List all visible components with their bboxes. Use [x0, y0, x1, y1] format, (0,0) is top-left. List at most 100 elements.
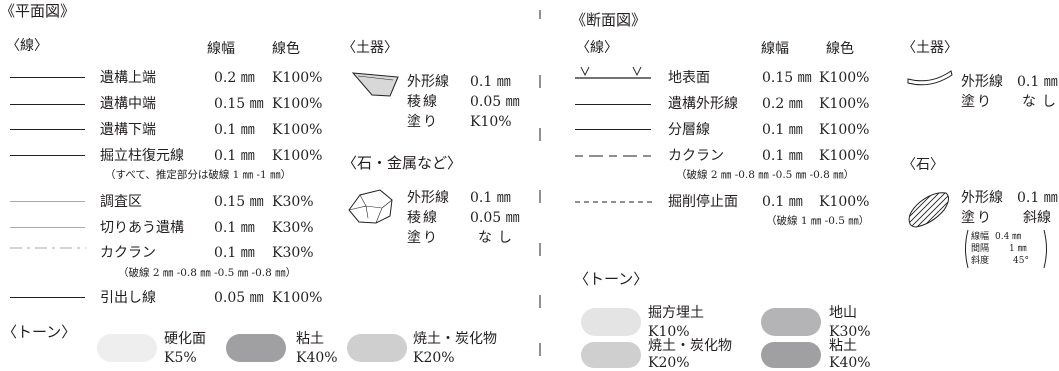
- sample-line-upper-edge: [10, 77, 85, 78]
- sample-line-lower-edge: [10, 129, 85, 130]
- plan-stone-value: 0.05 ㎜: [470, 210, 520, 226]
- plan-tone-label: 硬化面: [164, 331, 206, 347]
- hatch-spec-left-paren: [965, 229, 969, 269]
- sample-line-overlap: [10, 227, 85, 228]
- plan-tone-value: K40%: [296, 350, 338, 366]
- section-stone-value: 斜線: [1023, 210, 1051, 226]
- plan-line-color: K100%: [272, 148, 323, 164]
- plan-stone-label: 稜線: [407, 210, 439, 226]
- plan-line-width: 0.1 ㎜: [214, 245, 255, 261]
- plan-line-color: K100%: [272, 96, 323, 112]
- sample-line-leader: [10, 297, 85, 298]
- plan-line-width: 0.05 ㎜: [214, 290, 264, 306]
- section-line-color: K100%: [819, 96, 870, 112]
- plan-stone-heading: 〈石・金属など〉: [342, 154, 463, 172]
- sample-line-pillar: [10, 155, 85, 156]
- tone-swatch-natural-ground: [761, 308, 821, 336]
- section-line-color: K100%: [819, 122, 870, 138]
- plan-stone-value: 0.1 ㎜: [470, 190, 511, 206]
- tone-swatch-backfill: [581, 308, 641, 336]
- section-note-stop: （破線 1 ㎜ -0.5 ㎜）: [766, 215, 870, 227]
- center-divider: [539, 10, 541, 356]
- hatch-spec-right-paren: [1043, 229, 1047, 269]
- section-tone-label: 掘方埋土: [648, 305, 704, 321]
- plan-tone-label: 粘土: [296, 331, 324, 347]
- section-tone-label: 焼土・炭化物: [648, 338, 732, 354]
- section-pottery-label: 外形線: [961, 74, 1003, 90]
- pottery-sherd-icon: [351, 72, 399, 97]
- plan-tone-label: 焼土・炭化物: [413, 331, 497, 347]
- section-tone-value: K40%: [829, 355, 871, 371]
- section-tone-heading: 〈トーン〉: [574, 270, 649, 288]
- section-pottery-value: 0.1 ㎜: [1017, 74, 1058, 90]
- hatch-spec-value: 0.4 ㎜: [995, 232, 1022, 242]
- tone-swatch-clay: [226, 334, 286, 362]
- section-stone-value: 0.1 ㎜: [1017, 190, 1058, 206]
- plan-title: 《平面図》: [0, 2, 76, 20]
- plan-pottery-value: 0.05 ㎜: [470, 94, 520, 110]
- plan-line-name: 遺構中端: [100, 96, 156, 112]
- tone-swatch-section-burnt-soil: [581, 342, 641, 368]
- plan-note-pillar: （すべて、推定部分は破線 1 ㎜ -1 ㎜）: [105, 169, 292, 181]
- plan-stone-label: 塗り: [407, 230, 439, 246]
- section-line-name: 掘削停止面: [668, 194, 738, 210]
- plan-line-width: 0.15 ㎜: [214, 194, 264, 210]
- section-col-width: 線幅: [761, 41, 789, 57]
- hatch-spec-label: 線幅: [971, 232, 990, 242]
- plan-pottery-label: 塗り: [407, 114, 439, 130]
- plan-stone-value: なし: [478, 230, 518, 246]
- section-pottery-heading: 〈土器〉: [902, 40, 958, 56]
- section-line-width: 0.15 ㎜: [762, 70, 812, 86]
- tone-swatch-burnt-soil: [347, 334, 407, 362]
- section-line-width: 0.2 ㎜: [762, 96, 803, 112]
- plan-line-color: K30%: [272, 194, 314, 210]
- plan-line-width: 0.15 ㎜: [214, 96, 264, 112]
- plan-line-name: 遺構上端: [100, 70, 156, 86]
- plan-lines-heading: 〈線〉: [6, 38, 48, 54]
- section-lines-heading: 〈線〉: [576, 40, 618, 56]
- sample-line-feature-outline: [575, 104, 651, 105]
- plan-line-width: 0.1 ㎜: [214, 122, 255, 138]
- stone-artifact-icon: [348, 189, 393, 224]
- plan-col-width: 線幅: [207, 41, 235, 57]
- section-tone-label: 地山: [829, 305, 857, 321]
- sample-line-survey-area: [10, 201, 85, 202]
- plan-line-width: 0.1 ㎜: [214, 220, 255, 236]
- plan-line-color: K100%: [272, 70, 323, 86]
- section-title: 《断面図》: [571, 11, 647, 29]
- section-stone-label: 外形線: [961, 190, 1003, 206]
- section-tone-label: 粘土: [829, 338, 857, 354]
- section-col-color: 線色: [826, 41, 854, 57]
- hatch-spec-value: 45°: [1013, 256, 1029, 266]
- plan-line-color: K30%: [272, 245, 314, 261]
- sample-line-kakuran: [10, 247, 86, 249]
- stone-hatched-icon: [908, 192, 950, 228]
- plan-col-color: 線色: [272, 41, 300, 57]
- section-stone-label: 塗り: [961, 210, 993, 226]
- plan-line-color: K100%: [272, 290, 323, 306]
- plan-tone-value: K20%: [413, 350, 455, 366]
- plan-line-color: K100%: [272, 122, 323, 138]
- section-stone-heading: 〈石〉: [902, 157, 944, 173]
- plan-line-name: 遺構下端: [100, 122, 156, 138]
- plan-stone-label: 外形線: [407, 190, 449, 206]
- sample-line-middle-edge: [10, 104, 85, 105]
- sample-line-excavation-stop: [575, 201, 653, 203]
- plan-line-name: 切りあう遺構: [100, 220, 184, 236]
- plan-tone-value: K5%: [164, 350, 197, 366]
- hatch-spec-label: 斜度: [971, 256, 990, 266]
- section-line-name: 遺構外形線: [668, 96, 738, 112]
- section-tone-value: K20%: [648, 355, 690, 371]
- plan-line-width: 0.2 ㎜: [214, 70, 255, 86]
- plan-pottery-label: 稜線: [407, 94, 439, 110]
- sample-line-section-kakuran: [575, 155, 653, 157]
- section-tone-value: K30%: [829, 324, 871, 340]
- section-note-kakuran: （破線 2 ㎜ -0.8 ㎜ -0.5 ㎜ -0.8 ㎜）: [676, 169, 855, 181]
- section-pottery-label: 塗り: [961, 94, 993, 110]
- plan-line-name: カクラン: [100, 245, 156, 261]
- section-line-color: K100%: [819, 148, 870, 164]
- plan-line-name: 調査区: [100, 194, 142, 210]
- section-line-width: 0.1 ㎜: [762, 122, 803, 138]
- tone-swatch-section-clay: [761, 342, 821, 368]
- section-pottery-value: なし: [1022, 94, 1059, 110]
